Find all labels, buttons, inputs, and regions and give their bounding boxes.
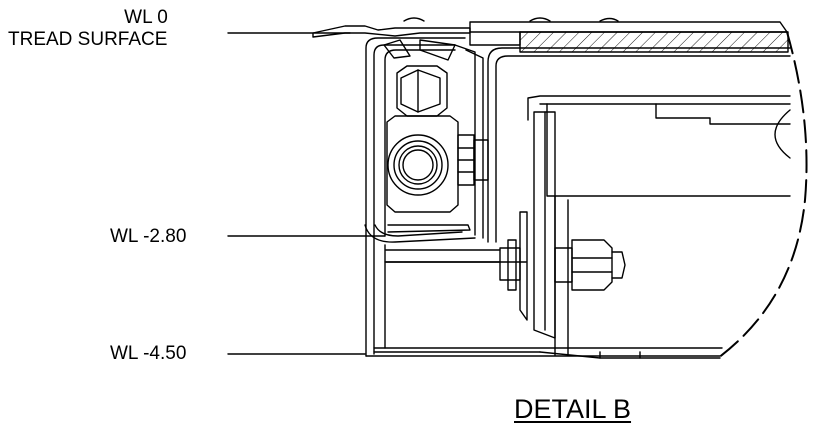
tread-surface-label: TREAD SURFACE: [8, 29, 168, 50]
hex-bolt: [386, 65, 459, 213]
detail-title: DETAIL B: [514, 394, 632, 424]
base-plates: [365, 244, 723, 359]
round-nut: [387, 134, 449, 196]
waterline-label-minus-2-80: WL -2.80: [110, 226, 187, 247]
leader-lines: [227, 32, 386, 355]
tread-plate: [312, 17, 789, 53]
break-line: [717, 31, 808, 359]
side-bracket: [364, 37, 484, 357]
waterline-label-minus-4-50: WL -4.50: [110, 343, 187, 364]
waterline-label-wl0: WL 0: [124, 7, 168, 28]
